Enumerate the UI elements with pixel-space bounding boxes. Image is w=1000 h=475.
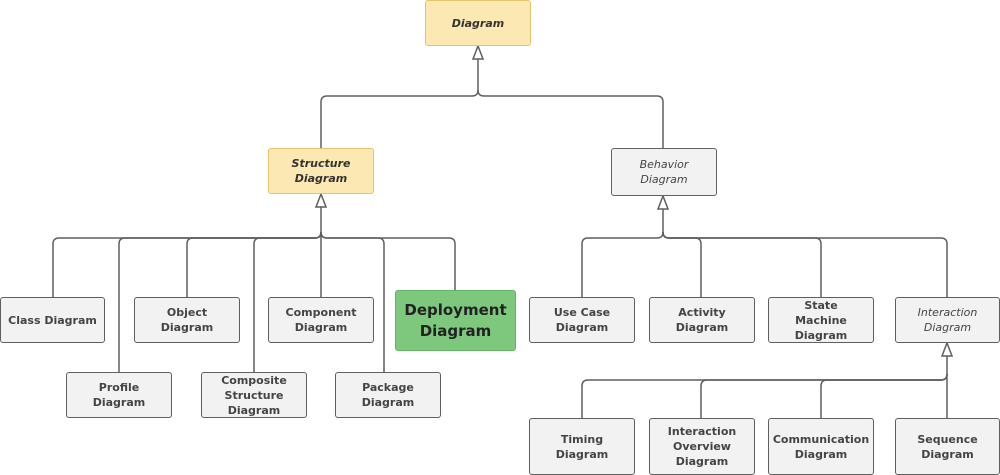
node-class-diagram[interactable]: Class Diagram bbox=[0, 297, 105, 343]
interaction-generalization-arrow bbox=[940, 340, 954, 357]
node-label: Class Diagram bbox=[8, 313, 97, 327]
node-label: Component Diagram bbox=[285, 306, 357, 334]
node-interaction-overview-diagram[interactable]: Interaction Overview Diagram bbox=[649, 418, 755, 475]
node-label: Structure Diagram bbox=[291, 157, 351, 185]
node-behavior-diagram[interactable]: Behavior Diagram bbox=[611, 148, 717, 196]
node-label: Sequence Diagram bbox=[917, 432, 978, 461]
node-sequence-diagram[interactable]: Sequence Diagram bbox=[895, 418, 1000, 475]
node-profile-diagram[interactable]: Profile Diagram bbox=[66, 372, 172, 418]
node-state-machine-diagram[interactable]: State Machine Diagram bbox=[768, 297, 874, 343]
node-label: Communication Diagram bbox=[772, 432, 870, 461]
node-package-diagram[interactable]: Package Diagram bbox=[335, 372, 441, 418]
node-label: Deployment Diagram bbox=[404, 300, 507, 340]
structure-branch bbox=[320, 231, 456, 290]
node-label: Behavior Diagram bbox=[639, 158, 689, 186]
node-deployment-diagram[interactable]: Deployment Diagram bbox=[395, 290, 516, 351]
node-label: Use Case Diagram bbox=[553, 306, 611, 334]
node-interaction-diagram[interactable]: Interaction Diagram bbox=[895, 297, 1000, 343]
node-diagram[interactable]: Diagram bbox=[425, 0, 531, 46]
node-composite-structure-diagram[interactable]: Composite Structure Diagram bbox=[201, 372, 307, 418]
node-label: Interaction Diagram bbox=[917, 306, 978, 334]
node-label: Activity Diagram bbox=[675, 306, 729, 334]
node-label: Interaction Overview Diagram bbox=[667, 425, 737, 468]
structure-generalization-arrow bbox=[314, 191, 328, 208]
behavior-branch bbox=[662, 231, 822, 297]
node-label: Profile Diagram bbox=[92, 381, 146, 409]
interaction-branch bbox=[820, 373, 948, 418]
root-branch bbox=[477, 89, 664, 148]
root-branch bbox=[320, 89, 479, 148]
node-object-diagram[interactable]: Object Diagram bbox=[134, 297, 240, 343]
behavior-branch bbox=[662, 231, 948, 297]
node-label: Package Diagram bbox=[361, 381, 415, 409]
node-use-case-diagram[interactable]: Use Case Diagram bbox=[529, 297, 635, 343]
node-label: Diagram bbox=[451, 16, 505, 30]
node-activity-diagram[interactable]: Activity Diagram bbox=[649, 297, 755, 343]
behavior-branch bbox=[662, 231, 702, 297]
node-timing-diagram[interactable]: Timing Diagram bbox=[529, 418, 635, 475]
node-label: Composite Structure Diagram bbox=[221, 373, 287, 417]
node-structure-diagram[interactable]: Structure Diagram bbox=[268, 148, 374, 194]
node-component-diagram[interactable]: Component Diagram bbox=[268, 297, 374, 343]
node-communication-diagram[interactable]: Communication Diagram bbox=[768, 418, 874, 475]
node-label: Object Diagram bbox=[160, 306, 214, 334]
root-generalization-arrow bbox=[471, 43, 485, 60]
behavior-generalization-arrow bbox=[656, 193, 670, 210]
node-label: Timing Diagram bbox=[555, 432, 609, 461]
behavior-branch bbox=[581, 231, 664, 297]
node-label: State Machine Diagram bbox=[794, 298, 848, 342]
